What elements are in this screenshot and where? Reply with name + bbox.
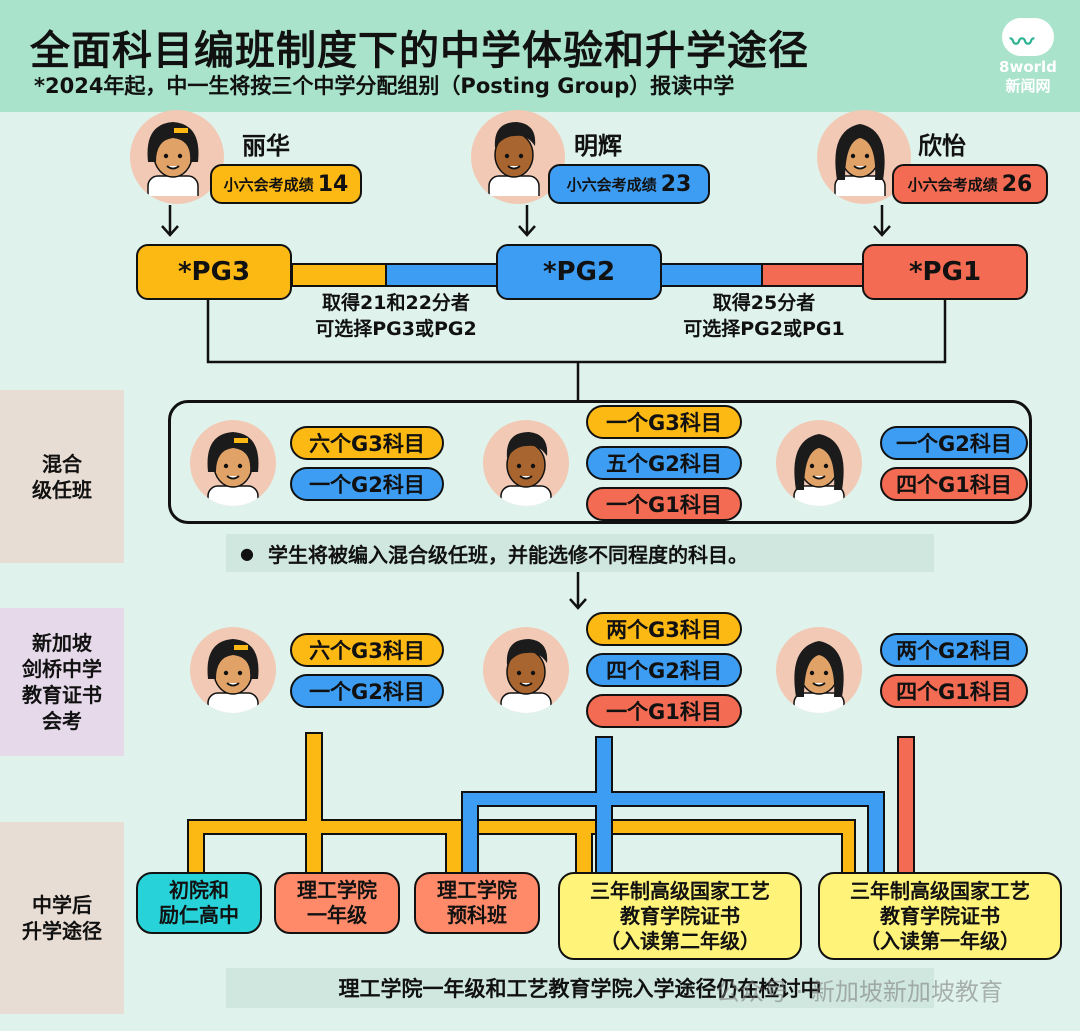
pathway-line: （入读第一年级） — [860, 928, 1020, 953]
choice-note-pg2-pg1: 取得25分者 可选择PG2或PG1 — [664, 290, 864, 342]
pathway-ite-year1: 三年制高级国家工艺教育学院证书（入读第一年级） — [818, 872, 1062, 960]
exam-subject-pill: 一个G2科目 — [290, 673, 444, 708]
mixed-avatar — [483, 420, 569, 506]
pg2-box: *PG2 — [496, 244, 662, 300]
mixed-avatar — [190, 420, 276, 506]
page-title: 全面科目编班制度下的中学体验和升学途径 — [30, 28, 809, 74]
student-face-icon — [488, 122, 540, 196]
mixed-class-box — [168, 400, 1032, 524]
mixed-note-text: 学生将被编入混合级任班，并能选修不同程度的科目。 — [267, 542, 748, 567]
choice-note-line: 取得21和22分者 — [322, 292, 470, 314]
watermark-text: 公众号 · 新加坡新加坡教育 — [716, 978, 1003, 1006]
exam-subject-pill: 四个G2科目 — [586, 653, 742, 687]
exam-avatar — [483, 627, 569, 713]
mixed-subject-pill: 一个G3科目 — [586, 405, 742, 439]
exam-subject-pill: 两个G2科目 — [880, 632, 1028, 667]
pathway-line: 预科班 — [447, 903, 507, 927]
mixed-subject-pill: 一个G1科目 — [586, 487, 742, 521]
pathway-line: （入读第二年级） — [600, 928, 760, 953]
pathway-line: 一年级 — [307, 903, 367, 927]
choice-note-line: 可选择PG2或PG1 — [683, 318, 845, 340]
exam-subject-pill: 一个G1科目 — [586, 694, 742, 728]
psle-score-value: 26 — [1001, 171, 1033, 197]
mixed-note-band: ● 学生将被编入混合级任班，并能选修不同程度的科目。 — [226, 534, 934, 572]
pathway-ite-year2: 三年制高级国家工艺教育学院证书（入读第二年级） — [558, 872, 802, 960]
pathway-jc: 初院和励仁高中 — [136, 872, 262, 934]
8world-logo: 〰 8world 新闻网 — [996, 18, 1060, 94]
psle-score-value: 14 — [317, 171, 349, 197]
footer-note-band: 理工学院一年级和工艺教育学院入学途径仍在检讨中 — [226, 968, 934, 1008]
choice-note-line: 可选择PG3或PG2 — [315, 318, 477, 340]
footer-note-text: 理工学院一年级和工艺教育学院入学途径仍在检讨中 — [338, 977, 822, 1001]
mixed-subject-pill: 五个G2科目 — [586, 446, 742, 480]
mixed-avatar — [776, 420, 862, 506]
student-avatar — [130, 110, 224, 204]
bullet-icon: ● — [240, 543, 254, 563]
student-name: 明辉 — [574, 132, 622, 160]
psle-score-value: 23 — [660, 171, 692, 197]
exam-subject-pill: 两个G3科目 — [586, 612, 742, 646]
pathway-line: 理工学院 — [297, 878, 377, 902]
exam-subject-pill: 四个G1科目 — [880, 673, 1028, 708]
pathway-line: 三年制高级国家工艺 — [590, 878, 770, 903]
section-label-text: 中学后升学途径 — [22, 893, 102, 943]
logo-mark-icon: 〰 — [1002, 18, 1054, 56]
pathway-line: 励仁高中 — [159, 903, 239, 927]
pathway-line: 理工学院 — [437, 878, 517, 902]
choice-note-pg3-pg2: 取得21和22分者 可选择PG3或PG2 — [296, 290, 496, 342]
section-label-text: 混合级任班 — [32, 451, 92, 502]
student-face-icon — [834, 124, 886, 196]
student-face-icon — [147, 122, 199, 196]
header-banner — [0, 0, 1080, 112]
mixed-subject-pill: 一个G2科目 — [290, 466, 444, 501]
mixed-subject-pill: 六个G3科目 — [290, 425, 444, 460]
section-label-post: 中学后升学途径 — [0, 822, 124, 1014]
logo-text-line2: 新闻网 — [1005, 77, 1051, 95]
section-label-mixed: 混合级任班 — [0, 390, 124, 563]
page-subtitle: *2024年起，中一生将按三个中学分配组别（Posting Group）报读中学 — [34, 74, 735, 98]
section-label-text: 新加坡剑桥中学教育证书会考 — [22, 631, 102, 733]
psle-score-label: 小六会考成绩 — [907, 175, 998, 194]
pg1-box: *PG1 — [862, 244, 1028, 300]
student-name: 欣怡 — [918, 132, 966, 160]
logo-text-line1: 8world — [999, 58, 1057, 76]
pathway-poly-year1: 理工学院一年级 — [274, 872, 400, 934]
pathway-poly-foundation: 理工学院预科班 — [414, 872, 540, 934]
psle-score-label: 小六会考成绩 — [566, 175, 657, 194]
pg3-box: *PG3 — [136, 244, 292, 300]
pathway-line: 教育学院证书 — [880, 903, 1000, 928]
section-label-exam: 新加坡剑桥中学教育证书会考 — [0, 608, 124, 756]
student-name: 丽华 — [242, 132, 290, 160]
pathway-line: 初院和 — [169, 878, 229, 902]
choice-note-line: 取得25分者 — [712, 292, 816, 314]
mixed-subject-pill: 一个G2科目 — [880, 425, 1028, 460]
mixed-subject-pill: 四个G1科目 — [880, 466, 1028, 501]
pathway-line: 教育学院证书 — [620, 903, 740, 928]
exam-avatar — [190, 627, 276, 713]
pathway-line: 三年制高级国家工艺 — [850, 878, 1030, 903]
exam-avatar — [776, 627, 862, 713]
psle-score-label: 小六会考成绩 — [223, 175, 314, 194]
exam-subject-pill: 六个G3科目 — [290, 632, 444, 667]
